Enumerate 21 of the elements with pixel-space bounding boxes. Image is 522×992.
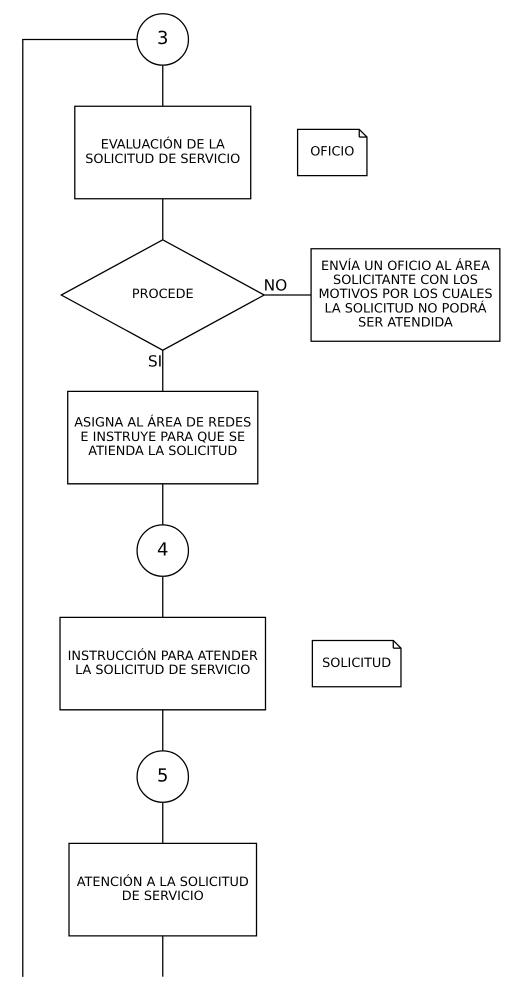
- connector: [162, 576, 164, 618]
- node-box: ASIGNA AL ÁREA DE REDES E INSTRUYE PARA QUE SE ATIENDA LA SOLICITUD: [67, 390, 258, 484]
- node-circle: 3: [136, 13, 190, 66]
- edge-label: NO: [264, 276, 288, 295]
- node-circle: 5: [136, 750, 190, 803]
- connector: [162, 710, 164, 751]
- connector: [162, 484, 164, 525]
- node-box: ATENCIÓN A LA SOLICITUD DE SERVICIO: [68, 842, 258, 936]
- connector: [264, 294, 311, 296]
- edge-label: SI: [148, 352, 162, 370]
- connector: [162, 66, 164, 106]
- connector: [22, 38, 138, 977]
- node-box: EVALUACIÓN DE LA SOLICITUD DE SERVICIO: [74, 106, 252, 200]
- node-circle: 4: [136, 524, 190, 577]
- node-box: INSTRUCCIÓN PARA ATENDER LA SOLICITUD DE SERVICIO: [59, 616, 266, 710]
- connector: [162, 802, 164, 844]
- connector: [162, 936, 164, 977]
- connector: [162, 198, 164, 240]
- node-box: ENVÍA UN OFICIO AL ÁREA SOLICITANTE CON LOS MOTIVOS POR LOS CUALES LA SOLICITUD NO PODRÁ SER ATENDIDA: [310, 248, 500, 342]
- connector: [162, 350, 164, 392]
- node-diamond: PROCEDE: [60, 239, 266, 351]
